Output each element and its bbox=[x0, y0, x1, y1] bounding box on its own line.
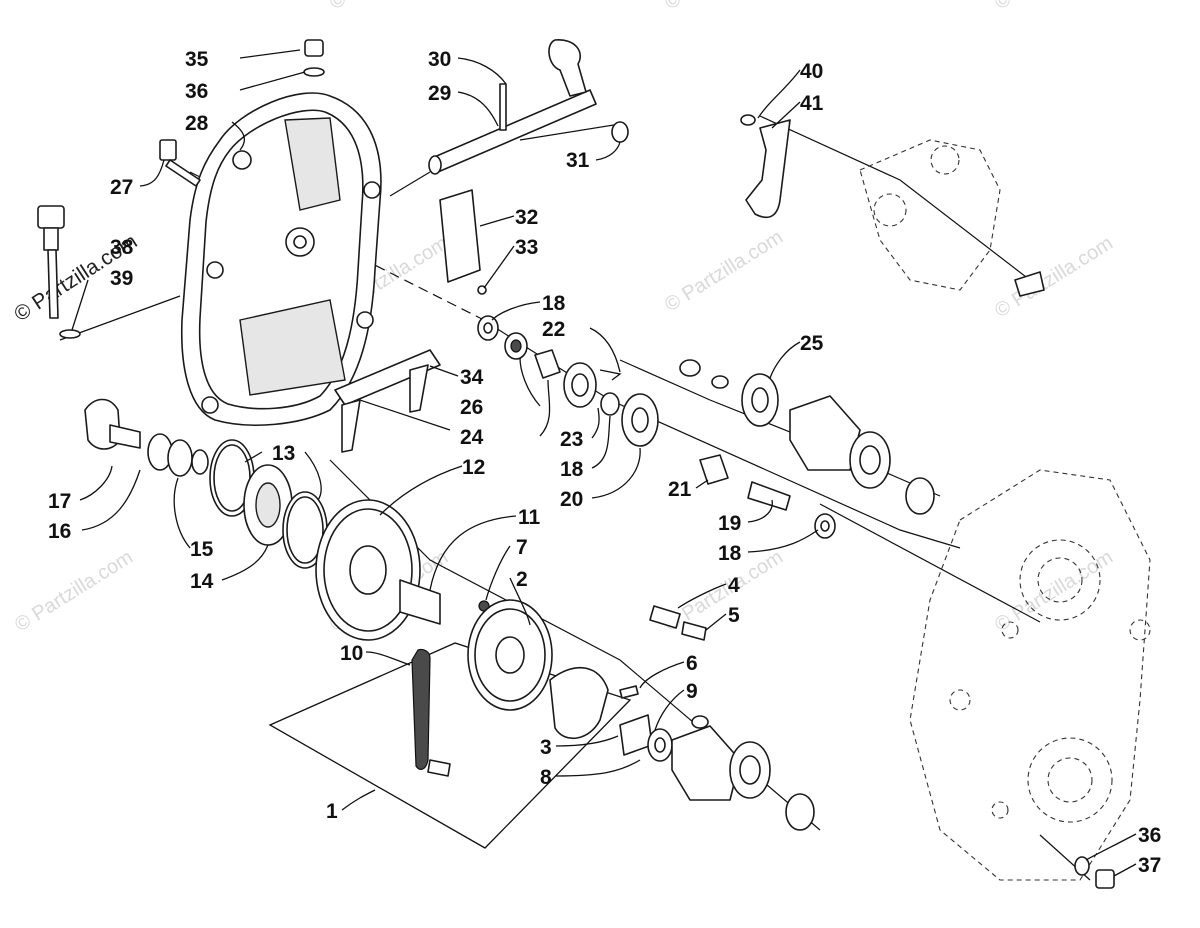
callout-13: 13 bbox=[272, 442, 295, 465]
callout-27: 27 bbox=[110, 176, 133, 199]
shift-fork bbox=[334, 349, 441, 453]
watermark: © Partzilla.com bbox=[661, 226, 787, 316]
callout-33: 33 bbox=[515, 236, 538, 259]
callout-19: 19 bbox=[718, 512, 741, 535]
callout-8: 8 bbox=[540, 766, 552, 789]
callout-28: 28 bbox=[185, 112, 209, 135]
callout-18: 18 bbox=[560, 458, 584, 481]
linkage-housing bbox=[859, 139, 1045, 297]
plate-32 bbox=[439, 189, 487, 295]
callout-23: 23 bbox=[560, 428, 583, 451]
gearcase-housing bbox=[909, 469, 1151, 881]
watermark: © Partzilla.com bbox=[991, 0, 1117, 14]
callout-36: 36 bbox=[1138, 824, 1161, 847]
callout-41: 41 bbox=[800, 92, 824, 115]
callout-34: 34 bbox=[460, 366, 484, 389]
upper-shaft-parts bbox=[477, 315, 836, 539]
callout-24: 24 bbox=[460, 426, 484, 449]
pin-and-spring bbox=[649, 605, 707, 641]
callout-labels: 35 36 28 27 38 39 30 29 31 32 33 40 41 1… bbox=[48, 48, 1161, 877]
callout-31: 31 bbox=[566, 149, 590, 172]
callout-4: 4 bbox=[728, 574, 740, 597]
callout-6: 6 bbox=[686, 652, 698, 675]
callout-16: 16 bbox=[48, 520, 71, 543]
gear-25-assembly bbox=[679, 359, 935, 515]
gearcase-cover bbox=[180, 92, 382, 426]
leader-lines bbox=[71, 49, 1137, 877]
callout-36: 36 bbox=[185, 80, 208, 103]
gear-2-assembly bbox=[467, 599, 673, 762]
callout-32: 32 bbox=[515, 206, 538, 229]
watermark: © Partzilla.com bbox=[11, 546, 137, 636]
callout-12: 12 bbox=[462, 456, 485, 479]
callout-39: 39 bbox=[110, 267, 133, 290]
callout-2: 2 bbox=[516, 568, 528, 591]
watermark: © Partzilla.com bbox=[661, 0, 787, 14]
breather-fitting bbox=[303, 39, 325, 77]
callout-3: 3 bbox=[540, 736, 552, 759]
callout-5: 5 bbox=[728, 604, 740, 627]
sprocket-12 bbox=[315, 499, 441, 641]
callout-29: 29 bbox=[428, 82, 451, 105]
shift-shaft bbox=[428, 39, 629, 175]
callout-25: 25 bbox=[800, 332, 824, 355]
callout-11: 11 bbox=[518, 506, 541, 529]
callout-18: 18 bbox=[718, 542, 742, 565]
lever-40 bbox=[740, 114, 791, 219]
callout-15: 15 bbox=[190, 538, 214, 561]
callout-17: 17 bbox=[48, 490, 71, 513]
watermark: © Partzilla.com bbox=[326, 0, 452, 14]
bolt-27 bbox=[159, 139, 201, 187]
callout-7: 7 bbox=[516, 536, 528, 559]
callout-30: 30 bbox=[428, 48, 451, 71]
callout-37: 37 bbox=[1138, 854, 1161, 877]
callout-38: 38 bbox=[110, 236, 134, 259]
callout-10: 10 bbox=[340, 642, 363, 665]
lower-bearing-assembly bbox=[671, 715, 815, 831]
chain-10 bbox=[411, 648, 451, 777]
drain-plug bbox=[1074, 856, 1115, 889]
callout-21: 21 bbox=[668, 478, 692, 501]
callout-14: 14 bbox=[190, 570, 214, 593]
callout-1: 1 bbox=[326, 800, 338, 823]
watermark: © Partzilla.com bbox=[991, 232, 1117, 322]
dipstick bbox=[37, 205, 81, 339]
callout-35: 35 bbox=[185, 48, 209, 71]
callout-18: 18 bbox=[542, 292, 566, 315]
callout-22: 22 bbox=[542, 318, 565, 341]
callout-40: 40 bbox=[800, 60, 823, 83]
brake-stack bbox=[84, 398, 328, 569]
callout-20: 20 bbox=[560, 488, 583, 511]
callout-9: 9 bbox=[686, 680, 698, 703]
callout-26: 26 bbox=[460, 396, 483, 419]
